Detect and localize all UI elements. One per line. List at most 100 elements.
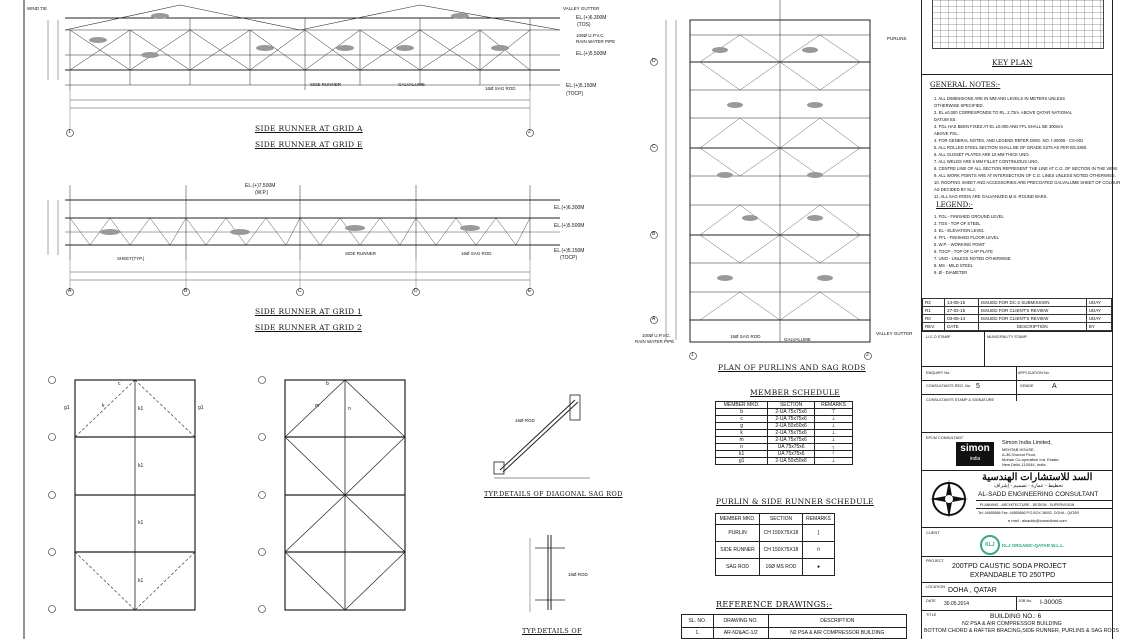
bracing-label-g1: g1 [64, 405, 70, 411]
label-sag-rod-b: 16Ø SAG ROD [461, 251, 492, 256]
member-schedule-cell: 2-UA 75x75x6 [767, 408, 815, 416]
member-schedule-cell: 2-UA 50x50x6 [767, 457, 815, 465]
label-purlins: PURLINS [887, 36, 907, 41]
label-upvc-b: 100Ø U.P.V.C. [642, 333, 671, 338]
label-tocp-b: (TOCP) [560, 255, 578, 261]
title-diagonal-sag: TYP.DETAILS OF DIAGONAL SAG ROD [484, 490, 623, 498]
col-section: SECTION [767, 401, 815, 409]
simon-addr-2: A-36,Ground Floor, [1002, 452, 1037, 457]
member-schedule-cell: k1 [714, 450, 769, 458]
label-galvalume: GALVALUME [398, 82, 425, 87]
general-note-item: 3. FGL HAS BEEN FIXED AT EL ±0.000 AND F… [934, 124, 1063, 129]
grid-bubble-d: D [414, 288, 418, 294]
elevation-side-runner-1-2 [47, 185, 560, 296]
member-schedule-cell: ⊥ [813, 436, 854, 444]
project-label: PROJECT [926, 559, 944, 563]
alsadd-name: AL-SADD ENGINEERING CONSULTANT [978, 491, 1099, 498]
member-schedule-cell: b [714, 408, 769, 416]
title-label: TITLE [926, 613, 937, 617]
revision-cell: ISSUED FOR DC-2 SUBMISSION [977, 298, 1087, 307]
purlin-schedule-cell: SAG ROD [714, 558, 761, 576]
bracing-label-k1-4: k1 [138, 578, 144, 584]
label-tocp: (TOCP) [566, 91, 584, 97]
application-no: APPLICATION No. [1018, 371, 1050, 375]
member-schedule-cell: ┐ [813, 443, 854, 451]
reference-cell: N2 PSA & AIR COMPRESSOR BUILDING [767, 627, 908, 639]
diagonal-sag-rod-detail [493, 394, 590, 479]
legend-item: 6. TOCP - TOP OF CAP PLATE [934, 249, 993, 254]
general-notes-title: GENERAL NOTES:- [930, 81, 1001, 89]
member-schedule-cell: ┘ [813, 450, 854, 458]
location-label: LOCATION [926, 585, 946, 589]
purlin-schedule-cell: CH 150X75X18 [759, 524, 803, 542]
project-line-1: 200TPD CAUSTIC SODA PROJECT [952, 563, 1067, 570]
member-schedule-cell: n [714, 443, 769, 451]
label-sag-rod-c: 16Ø SAG ROD [730, 334, 761, 339]
client-label: CLIENT [926, 531, 940, 535]
purlin-schedule-cell: ⊓ [801, 541, 836, 559]
title-typ-details: TYP.DETAILS OF [522, 627, 582, 635]
legend-item: 5. W.P. - WORKING POINT [934, 242, 986, 247]
label-upvc: 100Ø U.P.V.C. [576, 33, 605, 38]
general-note-item: 7. ALL WELDS ARE 6 MM FILLET CONTINUOUS … [934, 159, 1039, 164]
consultants-reg: CONSULTANTS REG. No. [926, 384, 972, 388]
general-note-item: 10. ROOFING SHEET AND ACCESSORIES ARE PR… [934, 180, 1121, 185]
general-note-item: 5. ALL ROLLED STEEL SECTION SHALL BE OF … [934, 145, 1088, 150]
alsadd-sub: PLANNING - ARCHITECTURE - DESIGN - SUPER… [980, 503, 1075, 507]
title-line-2: N2 PSA & AIR COMPRESSOR BUILDING [962, 621, 1062, 627]
member-schedule-cell: g1 [714, 457, 769, 465]
simon-addr-3: Mohan Co-operative Ind. Estate, [1002, 457, 1060, 462]
label-galvalume-c: GALVALUME [784, 337, 811, 342]
elevation-side-runner-a-e [47, 4, 561, 137]
grid-bubble-1: 1 [68, 129, 71, 135]
general-note-item: 6. ALL GUSSET PLATES ARE 10 MM THICK UNO… [934, 152, 1030, 157]
general-note-item: 1. ALL DIMENSIONS ARE IN MM AND LEVELS I… [934, 96, 1066, 101]
general-notes-list: 1. ALL DIMENSIONS ARE IN MM AND LEVELS I… [934, 95, 1120, 200]
revision-cell: UDAY [1085, 314, 1113, 323]
job-value: I-30005 [1040, 599, 1063, 606]
member-schedule-cell: g [714, 422, 769, 430]
bracing-label-m: m [315, 403, 320, 409]
revision-cell: 03-06-14 [944, 314, 979, 323]
label-tos: (TOS) [577, 22, 591, 28]
col-remarks: REMARKS [801, 513, 836, 525]
grid-bubble-a2: A [652, 316, 656, 322]
label-wind-tie: WIND TIE [27, 6, 48, 11]
general-note-item: 9. ALL WORK POINTS ARE AT INTERSECTION O… [934, 173, 1116, 178]
title-side-runner-2: SIDE RUNNER AT GRID 2 [255, 323, 363, 332]
grid-bubble-c2: C [652, 144, 656, 150]
alsadd-emblem [928, 478, 970, 520]
legend-item: 1. FGL - FINISHED GROUND LEVEL [934, 214, 1004, 219]
member-schedule-cell: 2-UA 75x75x6 [767, 429, 815, 437]
col-member: MEMBER MKD. [714, 513, 761, 525]
grid-bubble-1b: 1 [691, 352, 694, 358]
purlin-schedule-cell: 16Ø MS ROD [759, 558, 803, 576]
title-side-runner-e: SIDE RUNNER AT GRID E [255, 140, 363, 149]
reference-table: SL. NO.DRAWING NO.DESCRIPTION 1.AR-N2&AC… [681, 614, 908, 639]
simon-name: Simon India Limited, [1002, 440, 1052, 446]
label-wp: (W.P.) [255, 190, 269, 196]
revision-cell: UDAY [1085, 306, 1113, 315]
grid-bubble-d2: D [652, 58, 656, 64]
date-label: DATE [926, 599, 936, 603]
grid-bubble-e: E [528, 288, 532, 294]
label-side-runner-b: SIDE RUNNER [345, 251, 377, 256]
revision-cell: 27-02-15 [944, 306, 979, 315]
klj-name: KLJ ORGANIC-QATAR W.L.L. [1002, 543, 1065, 548]
title-member-schedule: MEMBER SCHEDULE [750, 388, 841, 397]
member-schedule-cell: c [714, 415, 769, 423]
member-schedule-cell: UA 75x75x6 [767, 443, 815, 451]
col-desc: DESCRIPTION [767, 614, 908, 628]
threaded-rod-detail [529, 535, 565, 612]
